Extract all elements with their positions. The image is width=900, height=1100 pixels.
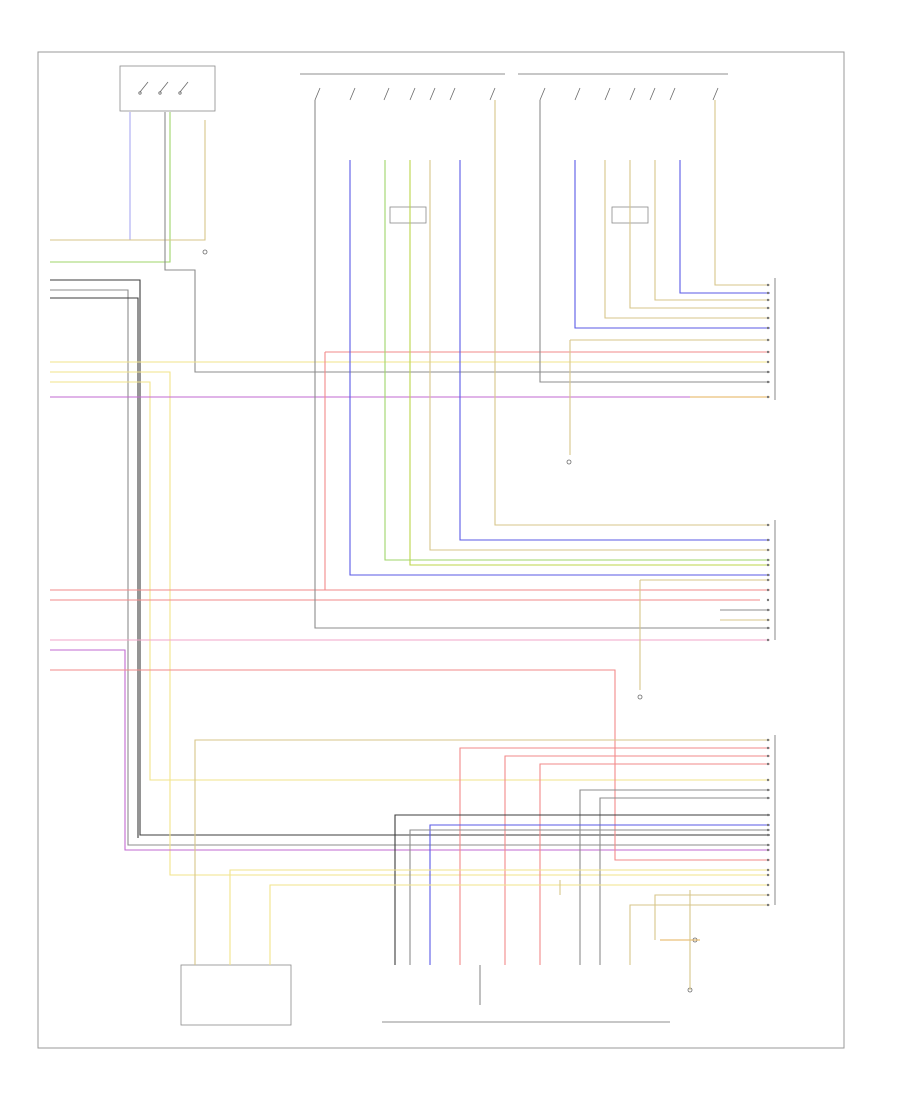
connector-pin xyxy=(766,538,770,542)
connector-pin xyxy=(766,883,770,887)
connector-pin xyxy=(766,788,770,792)
connector-pin xyxy=(766,858,770,862)
connector-pin xyxy=(766,618,770,622)
wire-tan xyxy=(629,160,770,309)
connector-pin xyxy=(766,738,770,742)
diagram-frame xyxy=(37,51,845,1049)
switch-contacts-left-group xyxy=(314,87,496,101)
wire-blue xyxy=(679,160,770,294)
connector-pin xyxy=(766,762,770,766)
wire-red xyxy=(324,352,770,591)
wire-tan xyxy=(654,894,770,940)
connector-pin xyxy=(766,338,770,342)
connector-pin xyxy=(766,291,770,295)
connector-pin xyxy=(766,778,770,782)
wire-tan xyxy=(50,120,206,241)
wire-green xyxy=(384,160,770,561)
connector-pin xyxy=(766,828,770,832)
wire-tan xyxy=(604,160,770,319)
wire-gray xyxy=(164,112,770,373)
connector-pin xyxy=(766,868,770,872)
wire-olive xyxy=(409,160,770,566)
connector-pin xyxy=(766,903,770,907)
wire-dark xyxy=(50,279,770,836)
connector-pin xyxy=(766,350,770,354)
wire-dark xyxy=(50,297,139,838)
connector-pin xyxy=(766,873,770,877)
connector-pin xyxy=(766,316,770,320)
wire-blue xyxy=(349,160,770,576)
wire-tan xyxy=(494,100,770,526)
wire-tan xyxy=(654,160,770,301)
connector-pin xyxy=(766,395,770,399)
connector-pin xyxy=(766,360,770,364)
connector-pin xyxy=(766,370,770,374)
connector-pin xyxy=(766,626,770,630)
ground-symbol-bottom xyxy=(687,937,698,993)
wire-tan xyxy=(629,904,770,965)
splice-left xyxy=(389,206,427,224)
wire-group xyxy=(50,100,770,1005)
connector-pin xyxy=(766,843,770,847)
wire-gray xyxy=(539,100,770,383)
connector-pin xyxy=(766,608,770,612)
switch-box-top-left xyxy=(119,65,216,112)
connector-pin xyxy=(766,523,770,527)
wire-yellow xyxy=(50,371,770,876)
switch-contacts-right-group xyxy=(539,87,719,101)
wire-gray xyxy=(409,829,770,965)
connector-pin xyxy=(766,283,770,287)
wire-gray xyxy=(579,789,770,965)
connector-pin xyxy=(766,754,770,758)
connector-pin xyxy=(766,833,770,837)
wire-tan xyxy=(429,160,770,551)
wire-tan xyxy=(194,739,770,965)
connector-pin xyxy=(766,588,770,592)
connector-pin xyxy=(766,558,770,562)
wire-gray xyxy=(314,100,770,629)
wire-red xyxy=(50,669,770,861)
wire-red xyxy=(539,763,770,965)
wire-dark xyxy=(394,814,770,965)
wire-red xyxy=(504,755,770,965)
ground-symbol-lower xyxy=(637,694,643,700)
wire-gray xyxy=(599,797,770,965)
connector-pin xyxy=(766,796,770,800)
connector-pin xyxy=(766,813,770,817)
connector-pin xyxy=(766,306,770,310)
wire-tan xyxy=(569,339,770,455)
connector-pin xyxy=(766,848,770,852)
wire-blue xyxy=(574,160,770,329)
connector-pin xyxy=(766,326,770,330)
wire-tan xyxy=(714,100,770,286)
wire-purple xyxy=(50,649,770,851)
connector-pin xyxy=(766,298,770,302)
ground-symbol-middle xyxy=(566,459,572,465)
connector-pin xyxy=(766,563,770,567)
connector-pin xyxy=(766,598,770,602)
wire-red xyxy=(459,747,770,965)
connector-pin xyxy=(766,573,770,577)
connector-pin xyxy=(766,548,770,552)
connector-pin xyxy=(766,893,770,897)
connector-pin xyxy=(766,380,770,384)
wire-tan xyxy=(639,579,770,690)
wire-blue xyxy=(459,160,770,541)
wire-green xyxy=(50,112,171,263)
bottom-left-switch-box xyxy=(180,964,292,1026)
connector-pin xyxy=(766,638,770,642)
wire-gray xyxy=(50,289,770,846)
ground-symbol-top-left xyxy=(202,249,208,255)
wire-yellow xyxy=(229,869,770,965)
connector-pin xyxy=(766,823,770,827)
wire-yellow xyxy=(269,884,770,965)
connector-pin xyxy=(766,746,770,750)
switch-contacts-top-left xyxy=(138,81,189,95)
wire-blue xyxy=(429,824,770,965)
connector-pin xyxy=(766,578,770,582)
